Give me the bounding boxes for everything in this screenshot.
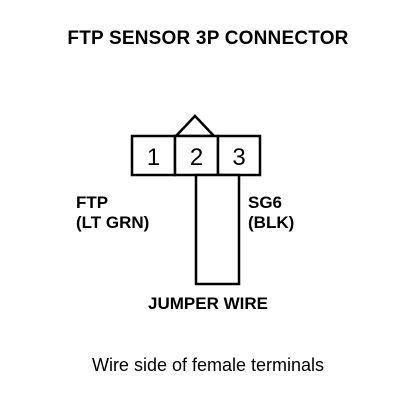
ftp-wire-color: (LT GRN) — [76, 213, 150, 232]
diagram-title: FTP SENSOR 3P CONNECTOR — [67, 28, 349, 49]
ftp-signal-name: FTP — [76, 193, 109, 212]
diagram-caption: Wire side of female terminals — [91, 355, 325, 375]
pin-number-3: 3 — [232, 144, 245, 171]
pin-number-1: 1 — [147, 144, 160, 171]
pin-number-2: 2 — [190, 144, 203, 171]
jumper-wire-label: JUMPER WIRE — [148, 294, 268, 313]
sg6-terminal-label: SG6 (BLK) — [248, 193, 294, 233]
sg6-signal-name: SG6 — [248, 193, 283, 212]
jumper-wire — [194, 173, 241, 286]
sg6-wire-color: (BLK) — [248, 213, 295, 232]
ftp-terminal-label: FTP (LT GRN) — [76, 193, 149, 233]
connector-lock-tab — [173, 114, 217, 138]
pin-cell-3 — [216, 134, 262, 177]
